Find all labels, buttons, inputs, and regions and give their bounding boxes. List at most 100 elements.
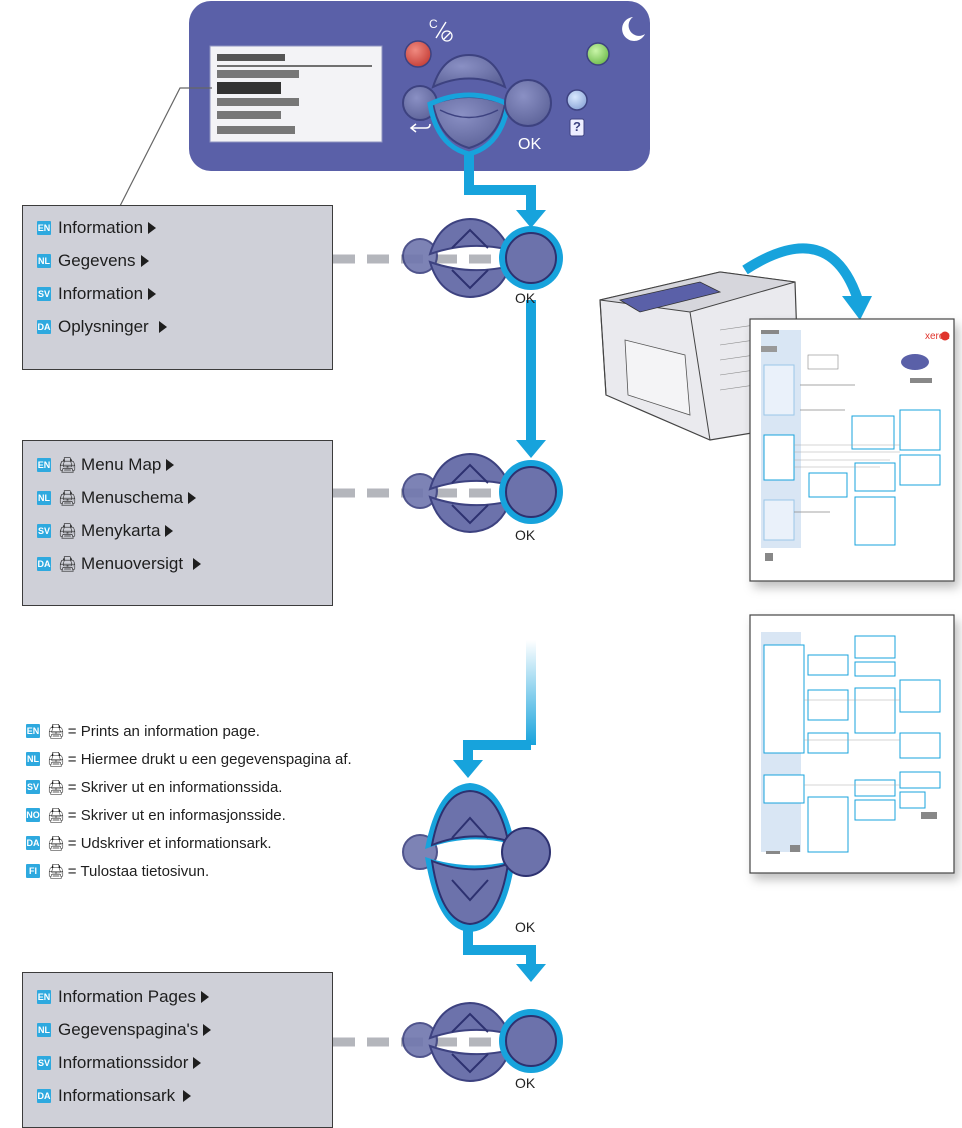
lang-badge: EN — [37, 221, 51, 235]
menu3-label: Gegevenspagina's — [58, 1020, 199, 1039]
menu-box-menu-map: EN 🖨 Menu Map NL 🖨 Menuschema SV 🖨 Menyk… — [22, 440, 333, 606]
submenu-arrow-icon — [193, 1057, 202, 1069]
nav1-up-button[interactable] — [428, 217, 512, 256]
cancel-symbol-icon — [435, 21, 453, 42]
menu3-item-sv[interactable]: SV Informationssidor — [37, 1051, 202, 1075]
legend-text: = Prints an information page. — [67, 722, 260, 740]
lang-badge: NO — [26, 808, 40, 822]
legend-item: DA 🖨 = Udskriver et informationsark. — [26, 833, 272, 853]
legend-item: NL 🖨 = Hiermee drukt u een gegevenspagin… — [26, 749, 352, 769]
submenu-arrow-icon — [148, 222, 157, 234]
print-icon: 🖨 — [47, 806, 65, 823]
highlight-down — [427, 92, 511, 157]
legend-item: FI 🖨 = Tulostaa tietosivun. — [26, 861, 209, 881]
legend-item: EN 🖨 = Prints an information page. — [26, 721, 260, 741]
legend-item: NO 🖨 = Skriver ut en informasjonsside. — [26, 805, 286, 825]
lang-badge: SV — [37, 287, 51, 301]
submenu-arrow-icon — [158, 321, 167, 333]
lcd-connector — [119, 87, 212, 207]
nav2-down-button[interactable] — [428, 495, 512, 534]
menu1-label: Gegevens — [58, 251, 136, 270]
lang-badge: SV — [37, 1056, 51, 1070]
menu1-item-sv[interactable]: SV Information — [37, 282, 157, 306]
legend-text: = Skriver ut en informationssida. — [67, 778, 283, 796]
submenu-arrow-icon — [148, 288, 157, 300]
print-icon: 🖨 — [58, 523, 78, 540]
menu2-item-nl[interactable]: NL 🖨 Menuschema — [37, 486, 197, 510]
menu1-label: Information — [58, 284, 144, 303]
menu2-label: Menu Map — [81, 455, 162, 474]
nav4-down-button[interactable] — [428, 1044, 512, 1083]
menu3-item-nl[interactable]: NL Gegevenspagina's — [37, 1018, 212, 1042]
menu-box-information-pages: EN Information Pages NL Gegevenspagina's… — [22, 972, 333, 1128]
nav2-up-button[interactable] — [428, 452, 512, 491]
lang-badge: NL — [26, 752, 40, 766]
print-icon: 🖨 — [47, 750, 65, 767]
lang-badge: EN — [26, 724, 40, 738]
print-icon: 🖨 — [47, 778, 65, 795]
ok-button[interactable] — [504, 79, 552, 127]
menu2-label: Menykarta — [81, 521, 161, 540]
flow-arrows — [453, 154, 546, 982]
print-icon: 🖨 — [58, 457, 78, 474]
nav3-ok-button[interactable] — [501, 827, 551, 877]
menu3-label: Information Pages — [58, 987, 196, 1006]
lang-badge: DA — [26, 836, 40, 850]
submenu-arrow-icon — [193, 558, 202, 570]
lang-badge: DA — [37, 320, 51, 334]
submenu-arrow-icon — [203, 1024, 212, 1036]
lang-badge: DA — [37, 557, 51, 571]
legend-text: = Skriver ut en informasjonsside. — [67, 806, 286, 824]
submenu-arrow-icon — [140, 255, 149, 267]
nav4-up-button[interactable] — [428, 1001, 512, 1040]
submenu-arrow-icon — [188, 492, 197, 504]
ready-button[interactable] — [586, 42, 610, 66]
legend-text: = Udskriver et informationsark. — [67, 834, 272, 852]
control-panel — [189, 1, 650, 171]
nav1-down-button[interactable] — [428, 260, 512, 299]
panel-ok-label: OK — [518, 136, 542, 153]
lang-badge: EN — [37, 990, 51, 1004]
lcd-display — [209, 45, 383, 143]
help-button[interactable] — [566, 89, 588, 111]
nav1-ok-label: OK — [515, 290, 536, 306]
stop-button[interactable] — [404, 40, 432, 68]
print-icon: 🖨 — [47, 862, 65, 879]
menu3-item-en[interactable]: EN Information Pages — [37, 985, 209, 1009]
menu2-label: Menuschema — [81, 488, 184, 507]
menu1-item-da[interactable]: DA Oplysninger — [37, 315, 167, 339]
nav4-ok-label: OK — [515, 1075, 536, 1091]
submenu-arrow-icon — [166, 459, 175, 471]
menu3-label: Informationsark — [58, 1086, 176, 1105]
up-button[interactable] — [431, 53, 507, 89]
back-icon — [409, 123, 431, 133]
menu3-item-da[interactable]: DA Informationsark — [37, 1084, 192, 1108]
xerox-logo: xerox — [925, 331, 949, 342]
nav-cluster-4 — [402, 1001, 563, 1083]
nav3-down-button[interactable] — [430, 859, 510, 926]
nav3-ok-label: OK — [515, 919, 536, 935]
print-icon: 🖨 — [47, 722, 65, 739]
menu1-item-en[interactable]: EN Information — [37, 216, 157, 240]
menu-box-information: EN Information NL Gegevens SV Informatio… — [22, 205, 333, 370]
lang-badge: SV — [26, 780, 40, 794]
menu2-label: Menuoversigt — [81, 554, 184, 573]
nav-cluster-2 — [402, 452, 563, 534]
menu-map-page-1: xerox — [749, 318, 955, 582]
menu1-item-nl[interactable]: NL Gegevens — [37, 249, 149, 273]
print-icon: 🖨 — [58, 556, 78, 573]
menu1-label: Oplysninger — [58, 317, 149, 336]
nav-cluster-3 — [402, 783, 551, 932]
lang-badge: EN — [37, 458, 51, 472]
lang-badge: FI — [26, 864, 40, 878]
menu2-item-da[interactable]: DA 🖨 Menuoversigt — [37, 552, 202, 576]
menu2-item-sv[interactable]: SV 🖨 Menykarta — [37, 519, 174, 543]
lang-badge: NL — [37, 254, 51, 268]
menu2-item-en[interactable]: EN 🖨 Menu Map — [37, 453, 175, 477]
print-out-arrowhead — [842, 296, 872, 320]
cancel-label: C — [429, 17, 438, 31]
submenu-arrow-icon — [183, 1090, 192, 1102]
print-icon: 🖨 — [58, 490, 78, 507]
sleep-moon-icon — [622, 17, 645, 41]
